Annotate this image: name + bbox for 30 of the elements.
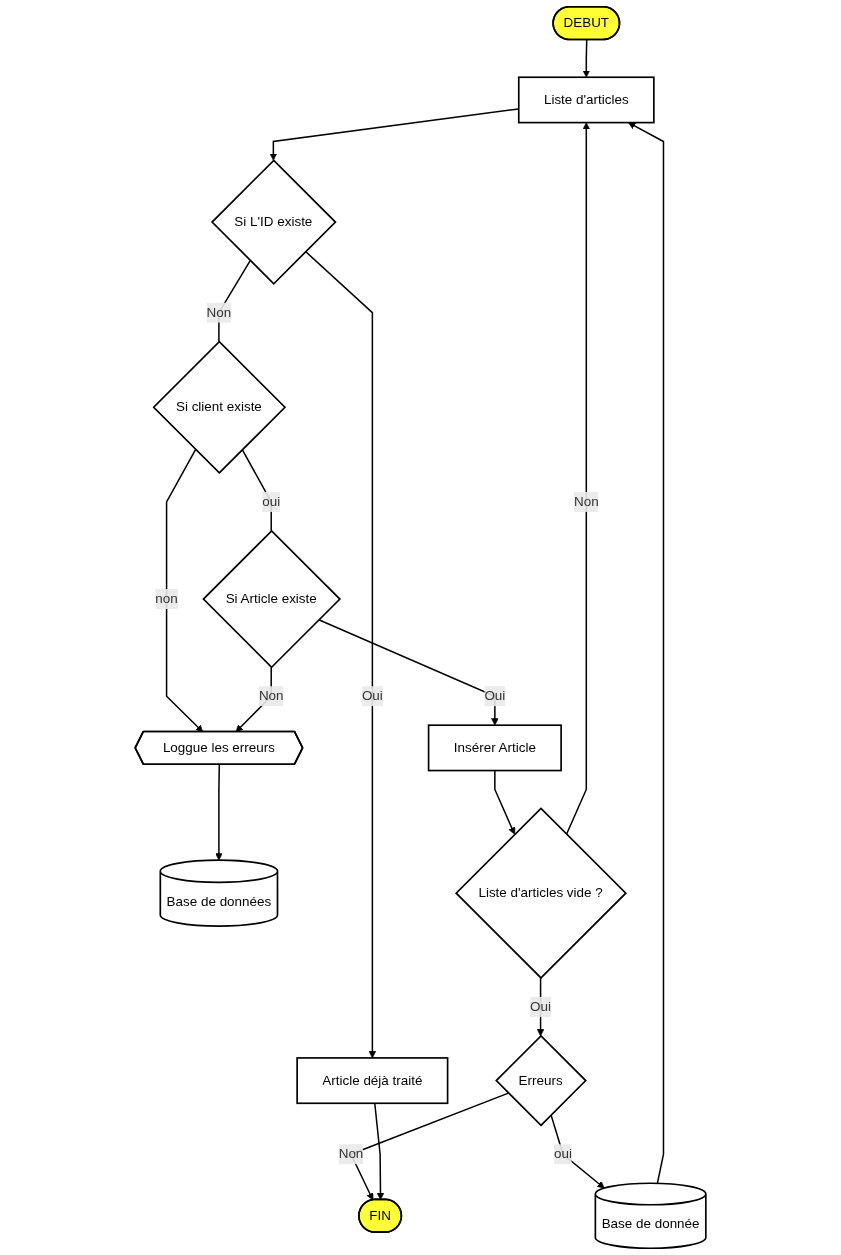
arrow xyxy=(165,448,204,733)
node-box: Insérer Article xyxy=(427,724,562,772)
edge-label: Oui xyxy=(484,688,506,703)
edge-label: non xyxy=(155,591,178,606)
arrow xyxy=(494,769,516,835)
arrow xyxy=(215,763,223,861)
node-diamond: Liste d'articles vide ? xyxy=(455,807,627,980)
edge-label: Oui xyxy=(361,688,383,703)
arrow xyxy=(374,1102,385,1201)
connector xyxy=(241,448,272,532)
arrow xyxy=(536,977,545,1037)
arrow xyxy=(628,122,665,1185)
edge-label: Non xyxy=(573,494,599,509)
edge-label: Non xyxy=(338,1146,364,1161)
node-diamond: Si Article existe xyxy=(202,529,342,669)
edge-label: Oui xyxy=(530,999,552,1014)
edge-label: Non xyxy=(258,688,284,703)
arrow xyxy=(565,122,590,836)
node-diamond: Si client existe xyxy=(152,340,287,475)
edge-label: Non xyxy=(206,305,232,320)
node-diamond: Erreurs xyxy=(495,1034,587,1127)
node-box: Liste d'articles xyxy=(517,76,655,124)
node-box: Article déjà traité xyxy=(296,1057,449,1105)
edge-label: oui xyxy=(262,494,281,509)
arrow xyxy=(582,39,590,78)
edge-label: oui xyxy=(554,1146,572,1161)
arrow xyxy=(318,618,499,726)
arrow xyxy=(304,250,377,1059)
arrow xyxy=(550,1114,605,1189)
node-diamond: Si L'ID existe xyxy=(210,159,337,285)
